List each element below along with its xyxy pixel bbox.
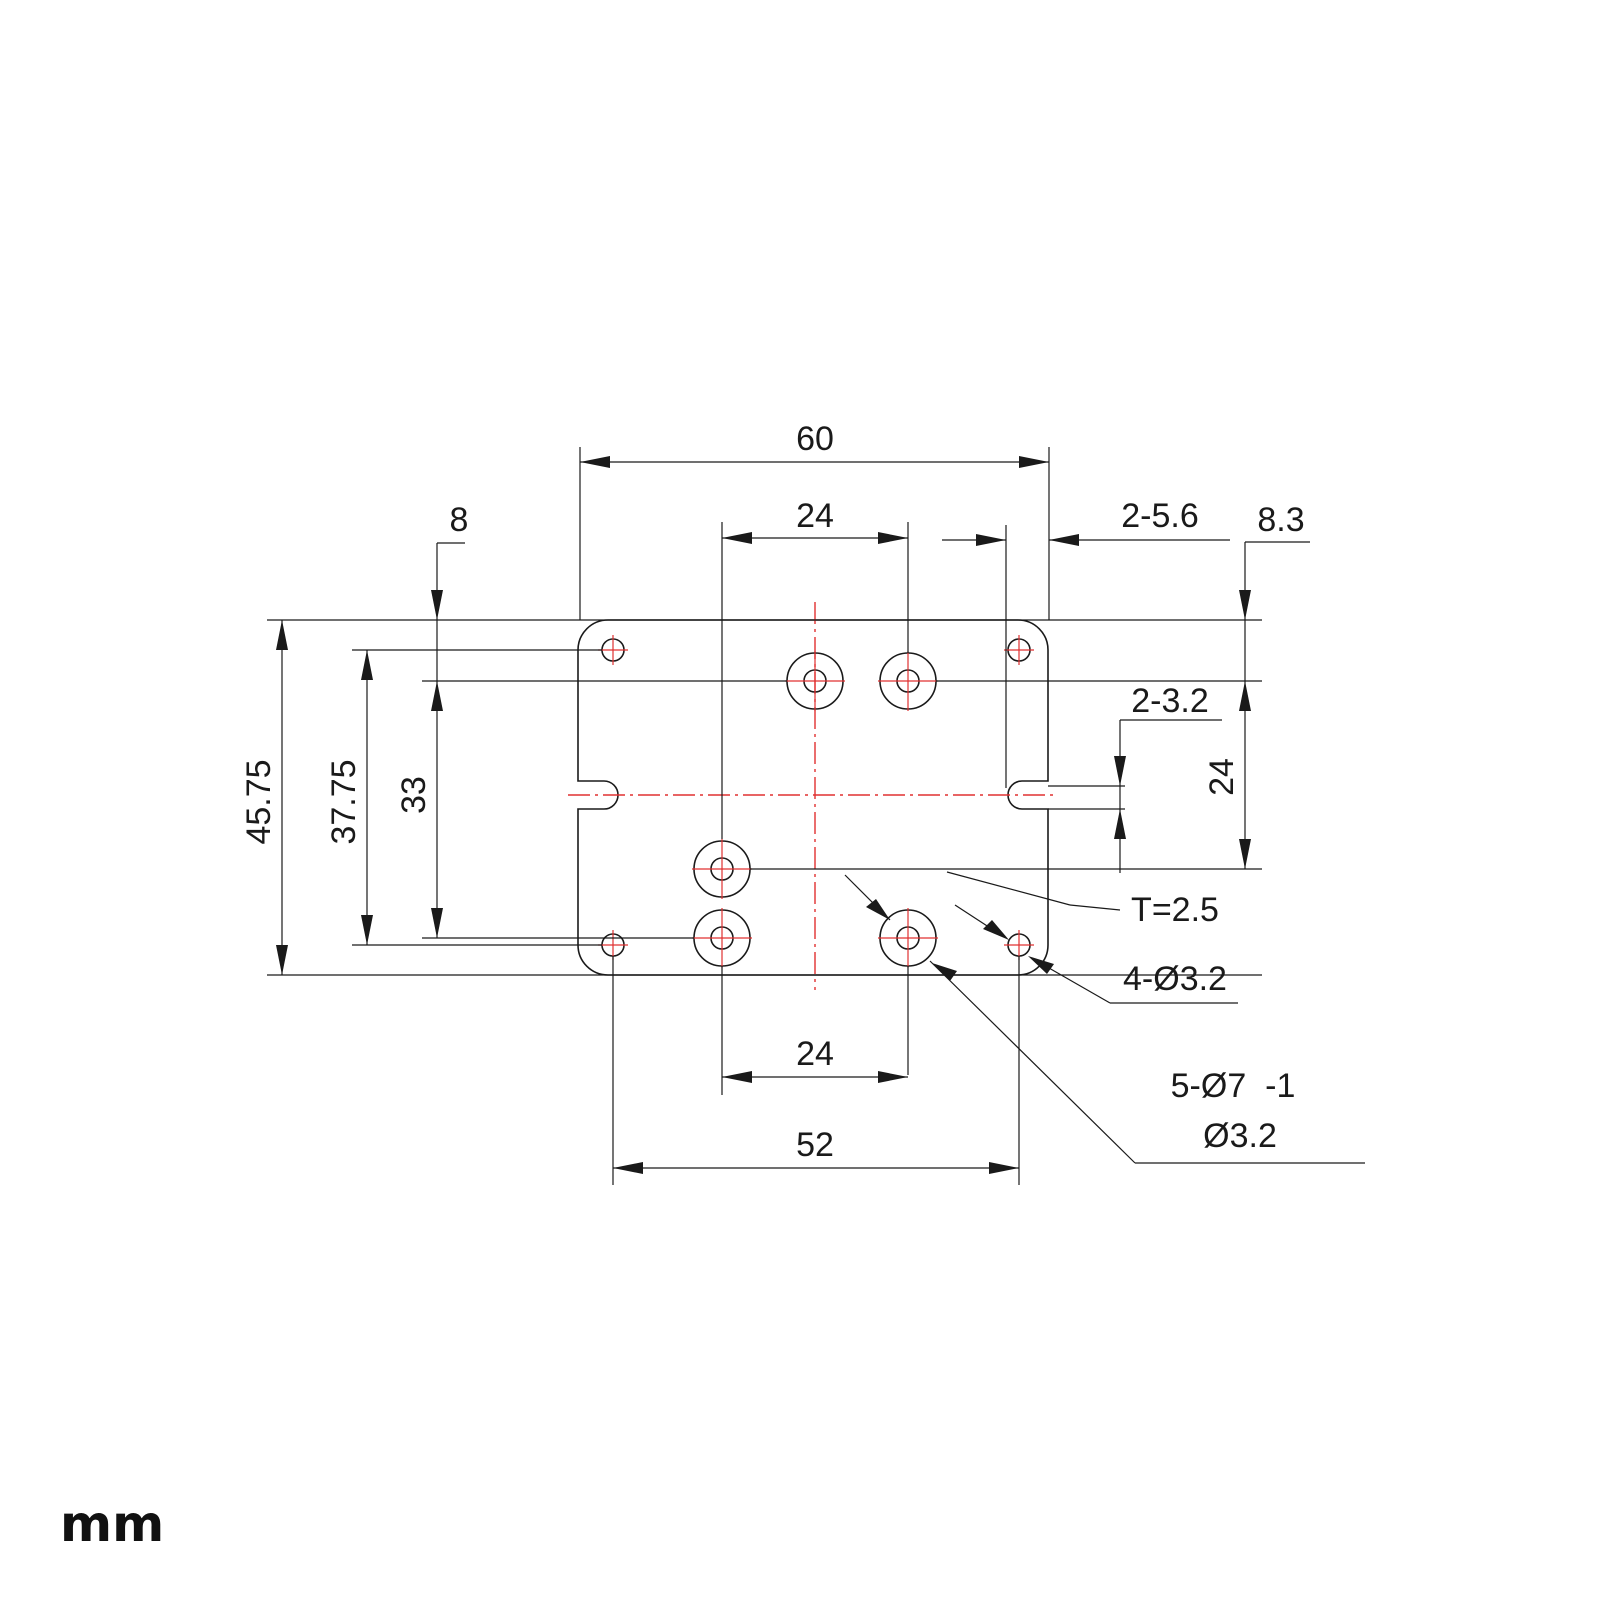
units-label: mm bbox=[60, 1495, 165, 1553]
counterbore-hole-top-center bbox=[785, 651, 845, 711]
extension-lines bbox=[267, 447, 1262, 1185]
dim-overall-width: 60 bbox=[796, 420, 834, 458]
counterbore-hole-bottom-left bbox=[692, 908, 752, 968]
dim-slot-height-note: 2-3.2 bbox=[1131, 682, 1209, 720]
small-hole-top-right bbox=[1004, 635, 1034, 665]
dim-small-holes-note: 4-Ø3.2 bbox=[1123, 960, 1227, 998]
small-hole-bottom-left bbox=[598, 930, 628, 960]
dim-right-hole-spacing-vertical: 24 bbox=[1203, 758, 1241, 796]
dim-counterbore-note-line1: 5-Ø7 -1 bbox=[1171, 1067, 1296, 1105]
dim-outer-hole-spacing-vertical: 37.75 bbox=[325, 759, 363, 844]
small-hole-top-left bbox=[598, 635, 628, 665]
small-hole-bottom-right bbox=[1004, 930, 1034, 960]
dim-left-offset: 8 bbox=[450, 501, 469, 539]
dim-bottom-hole-spacing: 24 bbox=[796, 1035, 834, 1073]
plate-outline bbox=[577, 619, 1049, 976]
dim-inner-hole-spacing-vertical: 33 bbox=[395, 776, 433, 814]
dim-right-offset: 8.3 bbox=[1257, 501, 1304, 539]
counterbore-hole-middle-left bbox=[692, 839, 752, 899]
dim-counterbore-note-line2: Ø3.2 bbox=[1203, 1117, 1277, 1155]
arrowheads bbox=[276, 456, 1251, 1174]
dim-slot-width-note: 2-5.6 bbox=[1121, 497, 1199, 535]
dim-outer-hole-spacing-horizontal: 52 bbox=[796, 1126, 834, 1164]
counterbore-hole-top-right bbox=[878, 651, 938, 711]
dim-top-hole-spacing: 24 bbox=[796, 497, 834, 535]
dim-overall-height: 45.75 bbox=[240, 759, 278, 844]
dim-thickness-note: T=2.5 bbox=[1131, 891, 1219, 929]
